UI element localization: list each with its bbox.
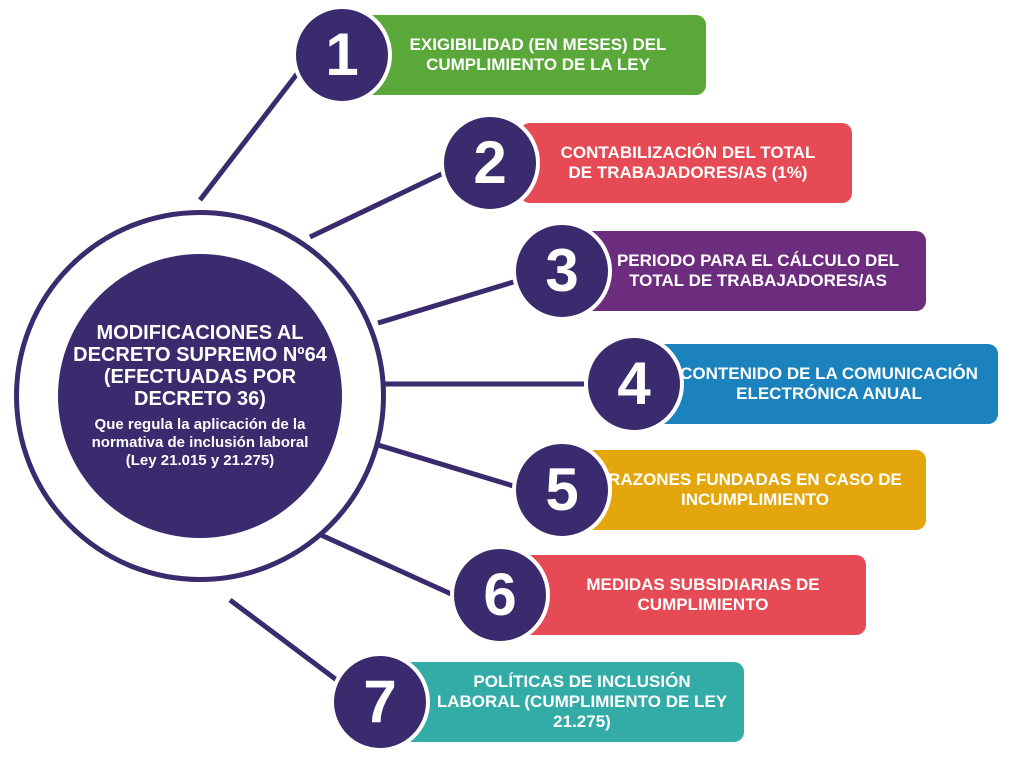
- item-6-label: MEDIDAS SUBSIDIARIAS DE CUMPLIMIENTO: [586, 575, 820, 614]
- hub-subtitle: Que regula la aplicación de la normativa…: [91, 416, 309, 451]
- item-4-number: 4: [584, 334, 684, 434]
- hub-circle: MODIFICACIONES AL DECRETO SUPREMO Nº64 (…: [58, 254, 342, 538]
- item-7-label: POLÍTICAS DE INCLUSIÓN LABORAL (CUMPLIMI…: [436, 672, 728, 731]
- item-1-label: EXIGIBILIDAD (EN MESES) DEL CUMPLIMIENTO…: [409, 35, 667, 74]
- item-5-number: 5: [512, 440, 612, 540]
- item-1-bar: EXIGIBILIDAD (EN MESES) DEL CUMPLIMIENTO…: [350, 15, 706, 95]
- item-6-bar: MEDIDAS SUBSIDIARIAS DE CUMPLIMIENTO: [520, 555, 866, 635]
- item-4-label: CONTENIDO DE LA COMUNICACIÓN ELECTRÓNICA…: [680, 364, 978, 403]
- item-5-label: RAZONES FUNDADAS EN CASO DE INCUMPLIMIEN…: [608, 470, 902, 509]
- item-7-number: 7: [330, 652, 430, 752]
- item-6-number: 6: [450, 545, 550, 645]
- item-1-number: 1: [292, 5, 392, 105]
- item-3-label: PERIODO PARA EL CÁLCULO DEL TOTAL DE TRA…: [616, 251, 900, 290]
- connector-3: [377, 277, 521, 326]
- connector-5: [377, 442, 521, 491]
- connector-7: [228, 598, 352, 692]
- connector-1: [198, 68, 302, 202]
- item-2-number: 2: [440, 113, 540, 213]
- connector-6: [308, 527, 462, 601]
- item-2-bar: CONTABILIZACIÓN DEL TOTAL DE TRABAJADORE…: [520, 123, 852, 203]
- connector-2: [308, 167, 452, 240]
- item-2-label: CONTABILIZACIÓN DEL TOTAL DE TRABAJADORE…: [560, 143, 816, 182]
- item-4-bar: CONTENIDO DE LA COMUNICACIÓN ELECTRÓNICA…: [640, 344, 998, 424]
- hub-law: (Ley 21.015 y 21.275): [125, 452, 275, 469]
- hub-title: MODIFICACIONES AL DECRETO SUPREMO Nº64 (…: [73, 322, 327, 410]
- item-3-number: 3: [512, 221, 612, 321]
- item-7-bar: POLÍTICAS DE INCLUSIÓN LABORAL (CUMPLIMI…: [400, 662, 744, 742]
- item-5-bar: RAZONES FUNDADAS EN CASO DE INCUMPLIMIEN…: [570, 450, 926, 530]
- item-3-bar: PERIODO PARA EL CÁLCULO DEL TOTAL DE TRA…: [570, 231, 926, 311]
